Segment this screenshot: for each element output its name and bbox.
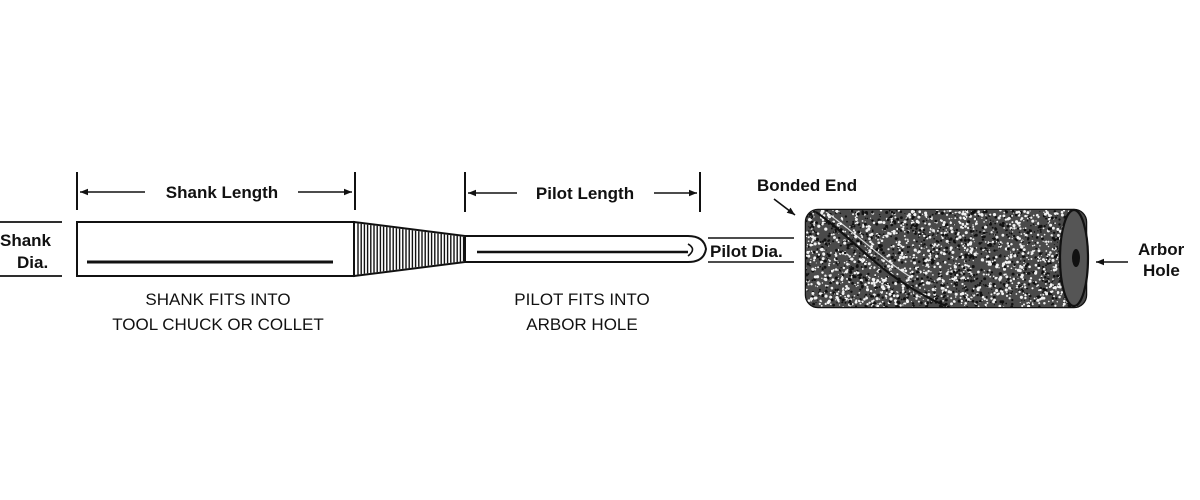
pilot-note: PILOT FITS INTO ARBOR HOLE bbox=[514, 290, 649, 334]
shank-length-dimension: Shank Length bbox=[76, 172, 356, 210]
pilot bbox=[465, 235, 708, 263]
arbor-hole bbox=[1072, 249, 1080, 267]
arbor-hole-callout: Arbor Hole bbox=[1096, 240, 1185, 280]
shank-length-label: Shank Length bbox=[166, 183, 278, 202]
arbor-hole-label-line1: Arbor bbox=[1138, 240, 1185, 259]
pilot-note-line2: ARBOR HOLE bbox=[526, 315, 637, 334]
knurled-taper bbox=[353, 220, 466, 278]
shank-note: SHANK FITS INTO TOOL CHUCK OR COLLET bbox=[112, 290, 324, 334]
pilot-note-line1: PILOT FITS INTO bbox=[514, 290, 649, 309]
bonded-end-label: Bonded End bbox=[757, 176, 857, 195]
pilot-diameter-dimension: Pilot Dia. bbox=[708, 237, 794, 263]
pilot-length-dimension: Pilot Length bbox=[464, 172, 701, 212]
shank bbox=[76, 221, 355, 277]
shank-diameter-dimension: Shank Dia. bbox=[0, 221, 62, 277]
abrasive-roll bbox=[804, 208, 1090, 309]
arbor-hole-label-line2: Hole bbox=[1143, 261, 1180, 280]
shank-note-line2: TOOL CHUCK OR COLLET bbox=[112, 315, 324, 334]
pilot-length-label: Pilot Length bbox=[536, 184, 634, 203]
shank-dia-label-line2: Dia. bbox=[17, 253, 48, 272]
bonded-end-callout: Bonded End bbox=[757, 176, 857, 216]
pilot-dia-label: Pilot Dia. bbox=[710, 242, 783, 261]
shank-dia-label-line1: Shank bbox=[0, 231, 52, 250]
shank-note-line1: SHANK FITS INTO bbox=[145, 290, 290, 309]
